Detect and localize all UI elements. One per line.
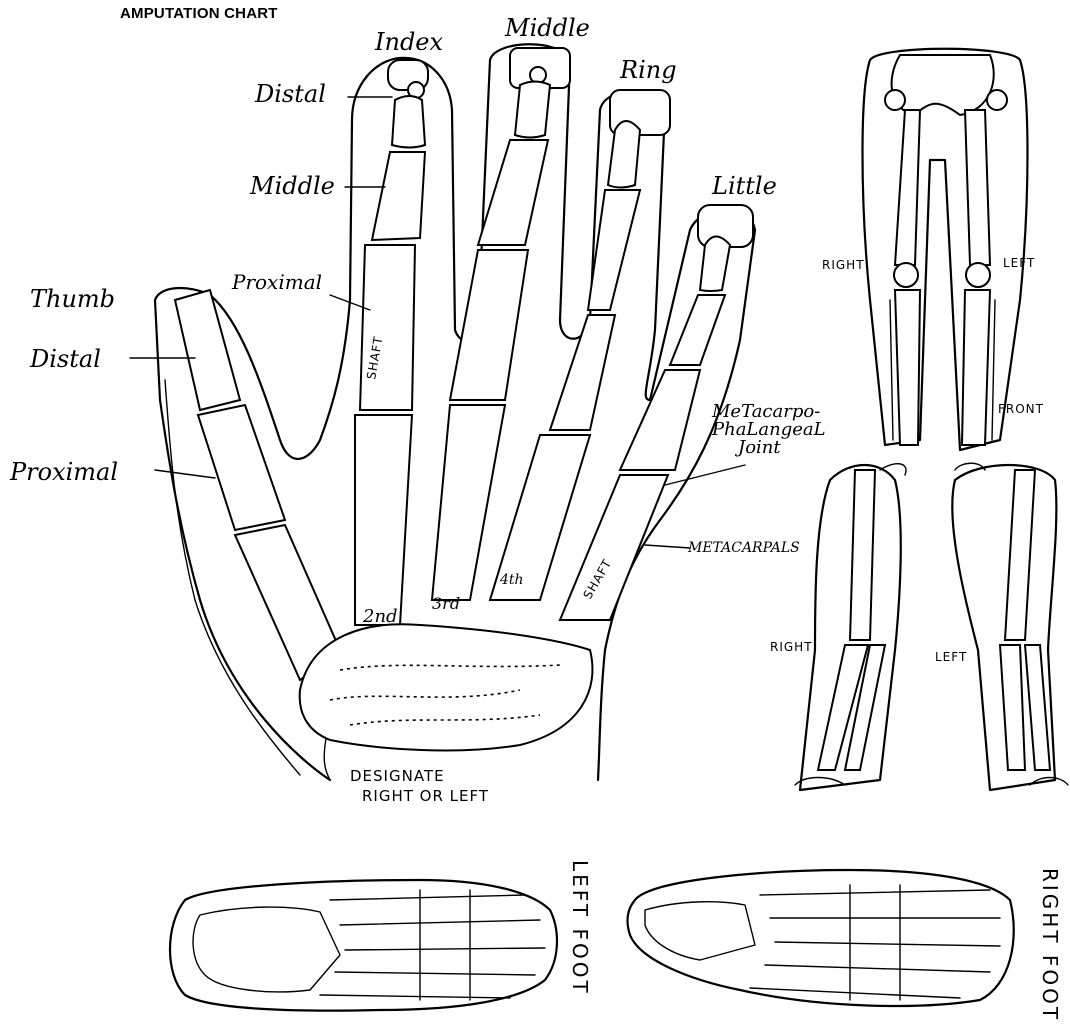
metacarpal-number-3: 3rd xyxy=(432,594,460,613)
designate-line-1: DESIGNATE xyxy=(350,766,489,786)
joint-label-line-3: Joint xyxy=(712,439,826,457)
ring-finger-label: Ring xyxy=(620,56,677,84)
metacarpals-label: METACARPALS xyxy=(688,540,800,556)
designate-instruction: DESIGNATE RIGHT OR LEFT xyxy=(350,766,489,806)
thumb-label: Thumb xyxy=(30,285,115,313)
right-foot-label: RIGHT FOOT xyxy=(1038,868,1062,1022)
designate-line-2: RIGHT OR LEFT xyxy=(350,786,489,806)
metacarpophalangeal-joint-label: MeTacarpo- PhaLangeaL Joint xyxy=(712,403,826,457)
thumb-proximal-label: Proximal xyxy=(10,458,118,486)
distal-phalanx-label: Distal xyxy=(255,80,326,108)
metacarpal-number-4: 4th xyxy=(500,572,524,588)
middle-phalanx-label: Middle xyxy=(250,172,335,200)
proximal-phalanx-label: Proximal xyxy=(232,270,322,294)
metacarpal-number-2: 2nd xyxy=(363,606,398,627)
middle-finger-label: Middle xyxy=(505,14,590,42)
thumb-distal-label: Distal xyxy=(30,345,101,373)
little-finger-label: Little xyxy=(712,172,777,200)
index-finger-label: Index xyxy=(375,28,443,56)
left-foot-label: LEFT FOOT xyxy=(568,860,592,996)
